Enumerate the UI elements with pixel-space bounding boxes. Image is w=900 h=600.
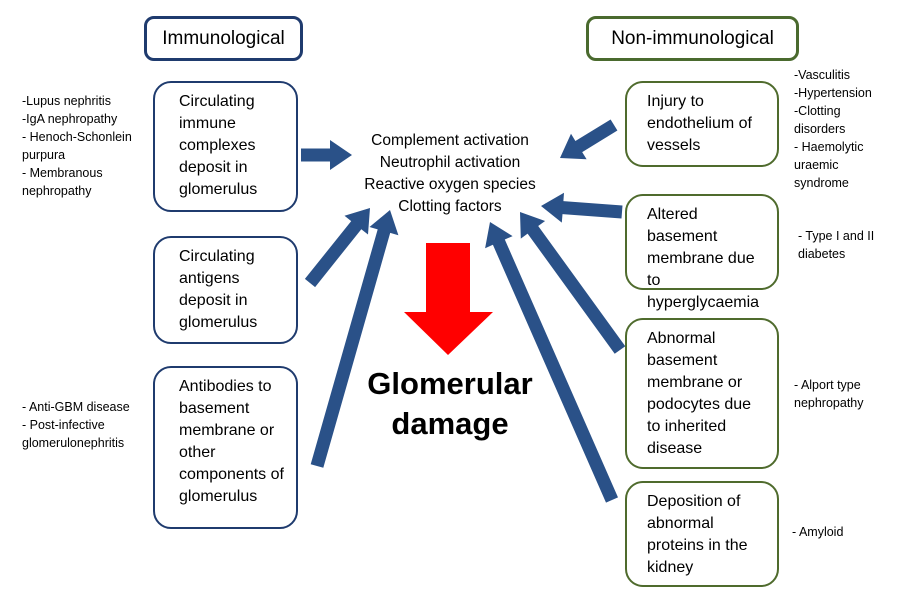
antibodies-box: Antibodies to basement membrane or other… [153, 366, 298, 529]
endothelial-injury-examples: -Vasculitis -Hypertension -Clotting diso… [794, 68, 872, 190]
arrow-antibodies [310, 210, 399, 468]
glomerular-damage-label: Glomerular damage [367, 366, 533, 441]
alport-examples: - Alport type nephropathy [794, 378, 864, 410]
non-immunological-header: Non-immunological [586, 16, 799, 61]
mechanisms-list: Complement activation Neutrophil activat… [340, 130, 560, 218]
arrow-endothelial-injury [560, 119, 618, 160]
mechanism-clotting: Clotting factors [398, 198, 502, 215]
circulating-antigens-box: Circulating antigens deposit in glomerul… [153, 236, 298, 344]
immune-complexes-box: Circulating immune complexes deposit in … [153, 81, 298, 212]
endothelial-injury-box: Injury to endothelium of vessels [625, 81, 779, 167]
down-red-arrow [404, 243, 493, 355]
amyloid-examples: - Amyloid [792, 525, 844, 539]
arrow-immune-complexes [301, 140, 352, 170]
abnormal-protein-deposition-box: Deposition of abnormal proteins in the k… [625, 481, 779, 587]
mechanism-ros: Reactive oxygen species [364, 176, 536, 193]
arrow-circulating-antigens [304, 208, 370, 288]
inherited-disease-box: Abnormal basement membrane or podocytes … [625, 318, 779, 469]
arrow-inherited-disease [520, 212, 626, 354]
mechanism-complement: Complement activation [371, 132, 529, 149]
mechanism-neutrophil: Neutrophil activation [379, 154, 521, 171]
immunological-header: Immunological [144, 16, 303, 61]
antibody-examples: - Anti-GBM disease - Post-infective glom… [22, 400, 130, 450]
arrow-altered-membrane [541, 192, 623, 223]
altered-basement-membrane-box: Altered basement membrane due to hypergl… [625, 194, 779, 311]
immune-complex-examples: -Lupus nephritis -IgA nephropathy - Heno… [22, 94, 132, 198]
arrow-protein-deposition [485, 222, 618, 503]
diabetes-examples: - Type I and II diabetes [798, 229, 875, 261]
